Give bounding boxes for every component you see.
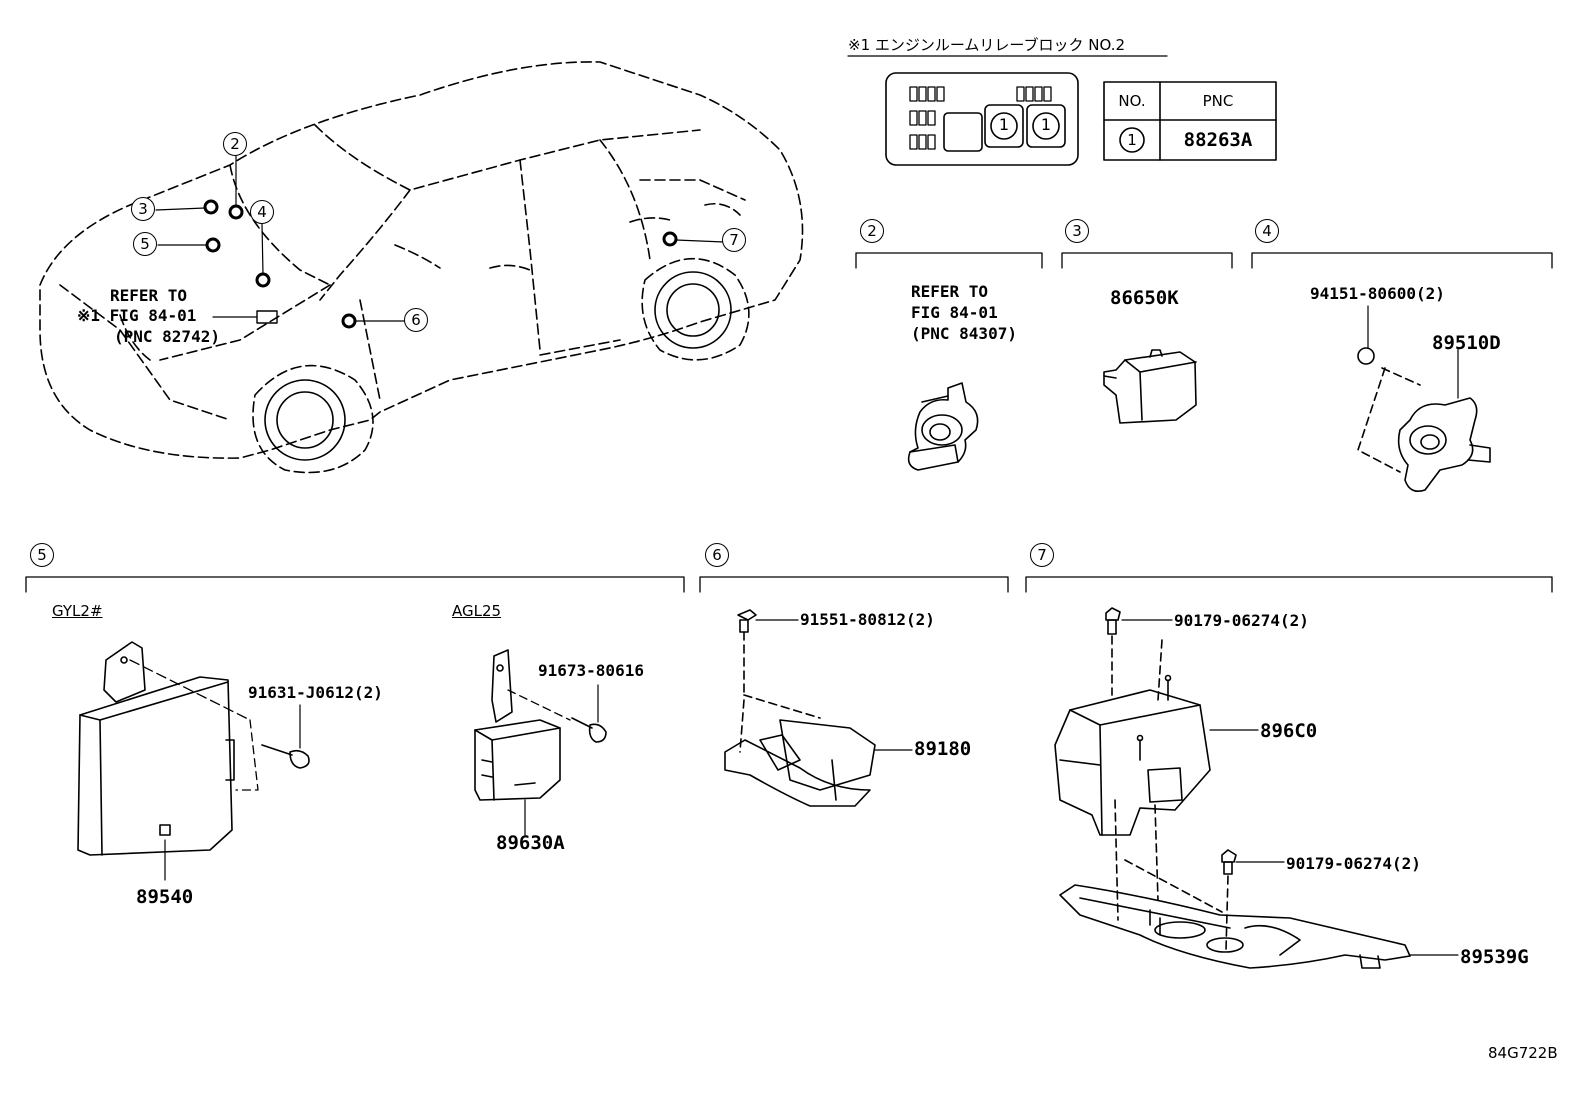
vehicle-callout-4: 4	[250, 200, 274, 224]
section-2-refer-line1: REFER TO	[911, 282, 989, 301]
relay-block-title: ※1 エンジンルームリレーブロック NO.2	[848, 36, 1126, 54]
section-6-number: 6	[705, 543, 729, 567]
vehicle-refer-line3: (PNC 82742)	[114, 327, 220, 346]
vehicle-callout-2: 2	[223, 132, 247, 156]
section-2-refer-line2: FIG 84-01	[911, 303, 998, 322]
vehicle-callout-7: 7	[722, 228, 746, 252]
vehicle-outline	[39, 61, 804, 474]
part-number-86650K: 86650K	[1110, 287, 1179, 309]
part-number-89539G: 89539G	[1460, 946, 1529, 968]
vehicle-refer-line1: REFER TO	[110, 286, 188, 305]
vehicle-location-dots	[203, 199, 678, 329]
section-brackets	[25, 252, 1553, 593]
part-spiral-cable-drawing	[907, 382, 979, 471]
bolt-number-91631-J0612: 91631-J0612(2)	[248, 683, 383, 702]
vehicle-callout-5: 5	[133, 232, 157, 256]
bolt-number-91673-80616: 91673-80616	[538, 661, 644, 680]
table-header-pnc: PNC	[1202, 92, 1234, 110]
part-89540-drawing	[77, 641, 310, 881]
variant-label-agl25: AGL25	[452, 602, 502, 620]
part-86650K-drawing	[1103, 349, 1197, 424]
section-4-number: 4	[1255, 219, 1279, 243]
vehicle-refer-line2: ※1 FIG 84-01	[77, 306, 197, 325]
part-89180-drawing	[724, 609, 913, 807]
section-7-number: 7	[1030, 543, 1054, 567]
vehicle-callout-6: 6	[404, 308, 428, 332]
nut-number-90179-06274-bottom: 90179-06274(2)	[1286, 854, 1421, 873]
part-number-896C0: 896C0	[1260, 720, 1318, 742]
part-number-89180: 89180	[914, 738, 972, 760]
part-89539G-drawing	[1059, 849, 1459, 969]
part-89630A-drawing	[474, 649, 607, 836]
relay-location-marker	[256, 310, 278, 324]
vehicle-callout-3: 3	[131, 197, 155, 221]
figure-code: 84G722B	[1488, 1044, 1558, 1062]
part-number-89510D: 89510D	[1432, 332, 1501, 354]
table-header-no: NO.	[1118, 92, 1146, 110]
part-896C0-drawing	[1054, 607, 1259, 921]
nut-number-90179-06274-top: 90179-06274(2)	[1174, 611, 1309, 630]
section-2-number: 2	[860, 219, 884, 243]
relay-slot-marker-2: 1	[1040, 115, 1052, 134]
part-number-89630A: 89630A	[496, 832, 565, 854]
relay-block-drawing	[847, 55, 1277, 166]
part-89510D-drawing	[1357, 305, 1491, 493]
section-3-number: 3	[1065, 219, 1089, 243]
bolt-number-94151-80600: 94151-80600(2)	[1310, 284, 1445, 303]
vehicle-leaders	[155, 155, 725, 322]
vehicle-wheels	[264, 271, 732, 461]
part-number-89540: 89540	[136, 886, 194, 908]
table-row-pnc: 88263A	[1183, 129, 1253, 151]
bolt-number-91551-80812: 91551-80812(2)	[800, 610, 935, 629]
table-row-no: 1	[1127, 131, 1137, 149]
section-2-refer-line3: (PNC 84307)	[911, 324, 1017, 343]
section-5-number: 5	[30, 543, 54, 567]
relay-slot-marker-1: 1	[998, 115, 1010, 134]
variant-label-gyl2: GYL2#	[52, 602, 103, 620]
